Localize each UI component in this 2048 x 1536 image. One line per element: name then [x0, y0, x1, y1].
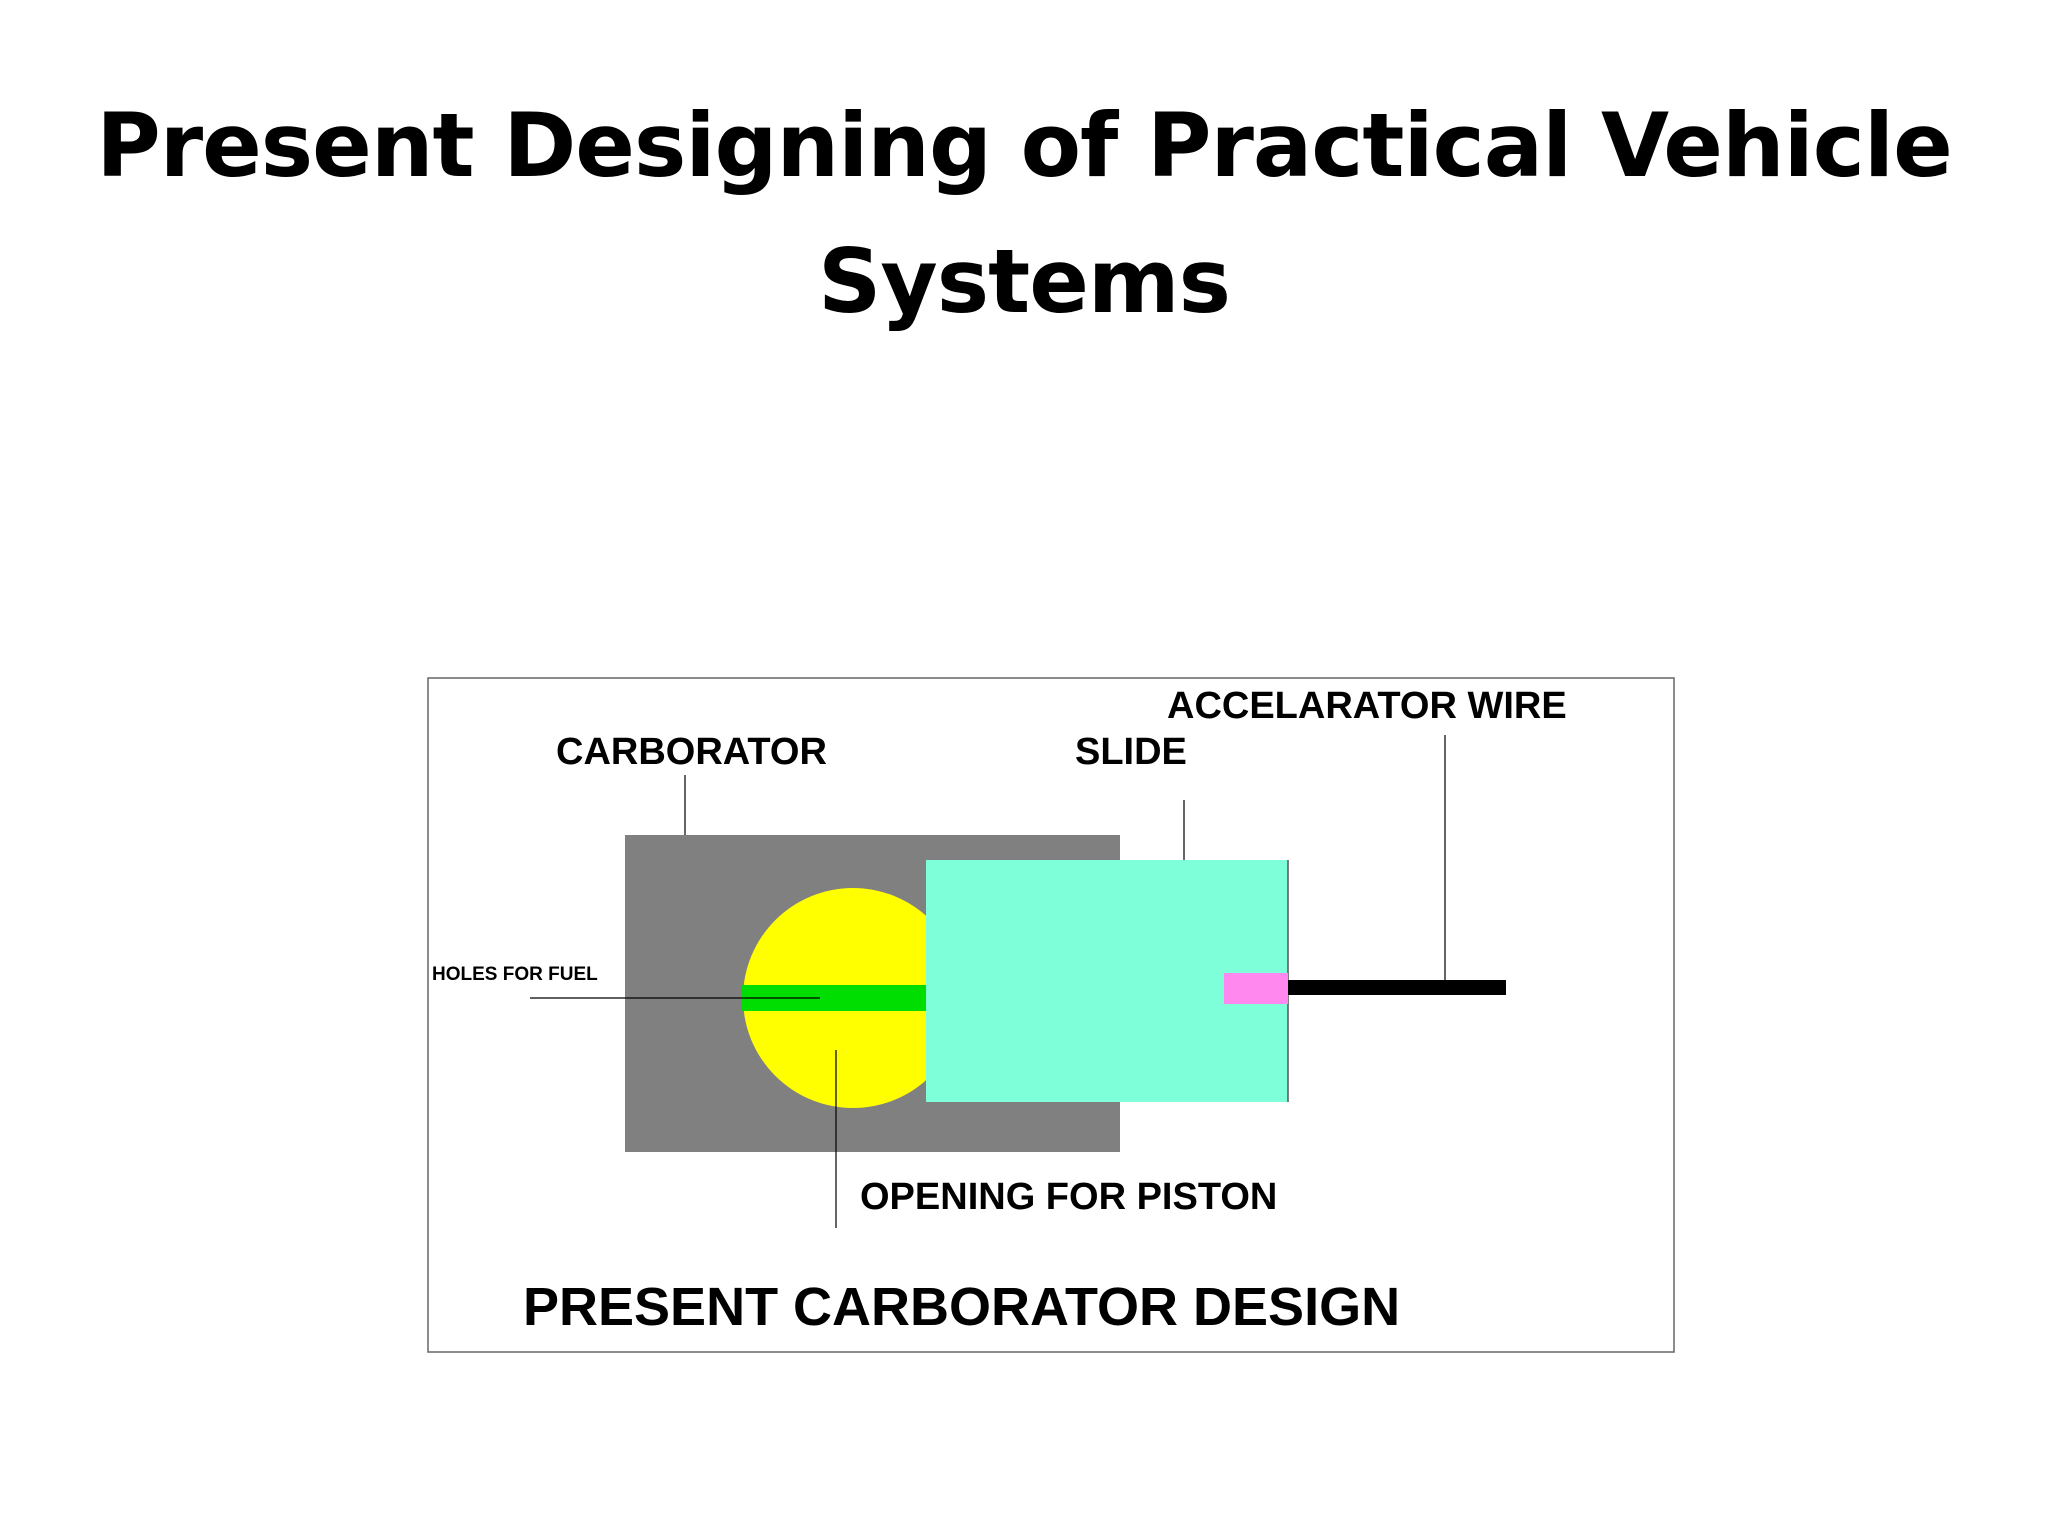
page-title-line-2: Systems: [818, 230, 1231, 333]
carborator-label: CARBORATOR: [556, 731, 827, 773]
holes-for-fuel-label: HOLES FOR FUEL: [432, 964, 598, 985]
accelarator-wire-label: ACCELARATOR WIRE: [1167, 685, 1567, 727]
opening-for-piston-label: OPENING FOR PISTON: [860, 1176, 1277, 1218]
diagram-caption: PRESENT CARBORATOR DESIGN: [523, 1277, 1400, 1337]
page-title: Present Designing of Practical Vehicle S…: [0, 78, 2048, 350]
slide-label: SLIDE: [1075, 731, 1187, 773]
accelarator-wire: [1288, 980, 1506, 995]
wire-connector: [1224, 973, 1288, 1004]
page-title-line-1: Present Designing of Practical Vehicle: [96, 94, 1953, 197]
